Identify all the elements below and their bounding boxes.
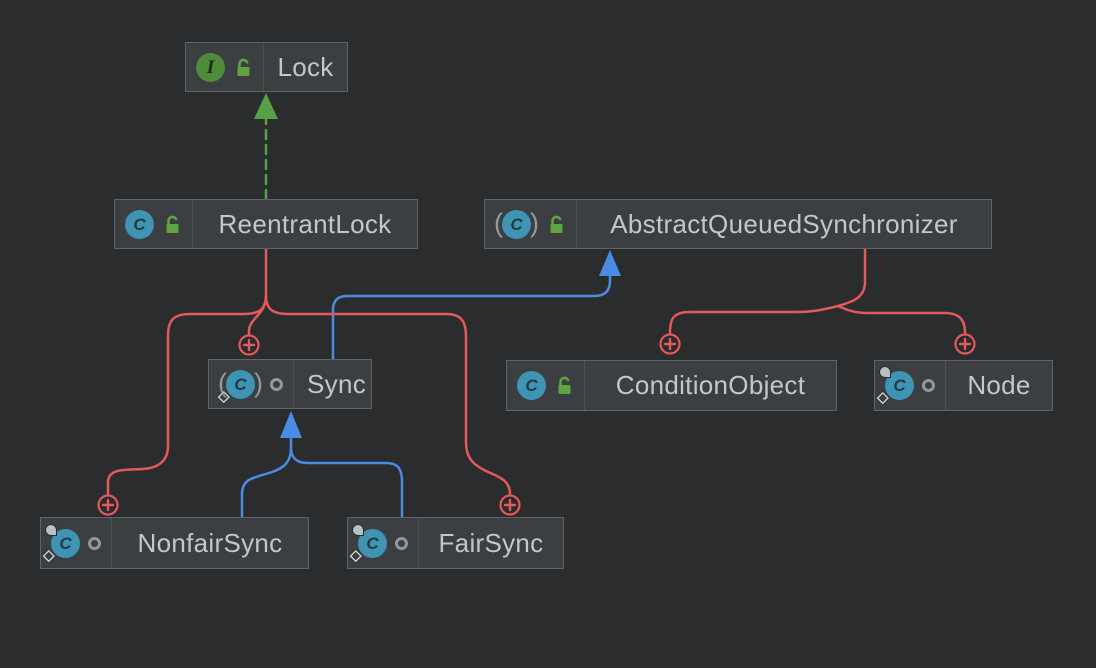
static-icon: ◇ <box>877 389 889 406</box>
class-letter: C <box>59 533 72 553</box>
edge-aqs-inner-conditionobject[interactable] <box>668 247 867 335</box>
class-node-sync[interactable]: ( C ◇ ) Sync <box>208 359 372 409</box>
class-icon: C ◇ <box>350 523 387 563</box>
node-icons: C ◇ <box>348 518 419 568</box>
inner-class-anchor-fairsync <box>499 494 521 516</box>
inner-class-anchor-node <box>954 333 976 355</box>
class-name-label: FairSync <box>438 527 544 558</box>
class-name-label: Sync <box>307 368 367 399</box>
package-private-visibility-icon <box>922 379 935 392</box>
class-icon: C <box>517 371 546 400</box>
class-letter: C <box>133 214 146 234</box>
public-visibility-icon <box>550 215 563 233</box>
class-name-label: ReentrantLock <box>218 208 392 239</box>
node-icons: C ◇ <box>875 361 946 410</box>
abstract-paren-right: ) <box>530 207 539 238</box>
interface-icon: I <box>196 52 225 82</box>
public-visibility-icon <box>558 376 571 394</box>
edge-reentrantlock-inner-sync[interactable] <box>247 247 268 337</box>
public-visibility-icon <box>237 58 250 76</box>
node-icons: I <box>186 43 264 91</box>
edge-reentrantlock-implements-lock[interactable] <box>254 93 278 201</box>
package-private-visibility-icon <box>270 377 283 391</box>
final-icon <box>45 523 57 536</box>
class-name-label: AbstractQueuedSynchronizer <box>610 208 958 239</box>
public-visibility-icon <box>166 215 179 233</box>
edge-aqs-inner-node[interactable] <box>836 304 967 335</box>
static-icon: ◇ <box>43 546 55 564</box>
package-private-visibility-icon <box>395 536 408 550</box>
edge-reentrantlock-inner-nonfairsync[interactable] <box>106 294 268 496</box>
package-private-visibility-icon <box>88 536 101 550</box>
final-icon <box>879 366 891 378</box>
node-icons: C <box>507 361 585 410</box>
inner-class-anchor-nonfairsync <box>97 494 119 516</box>
class-name-label: NonfairSync <box>137 527 283 558</box>
class-node-lock[interactable]: I Lock <box>185 42 348 92</box>
final-icon <box>352 523 364 536</box>
class-letter: C <box>366 533 379 553</box>
class-node-nonfairsync[interactable]: C ◇ NonfairSync <box>40 517 309 569</box>
class-node-conditionobject[interactable]: C ConditionObject <box>506 360 837 411</box>
interface-letter: I <box>206 56 215 78</box>
edge-sync-extends-aqs[interactable] <box>331 250 621 361</box>
abstract-paren-left: ( <box>494 207 503 238</box>
class-icon: C ◇ <box>43 523 80 563</box>
edge-fairsync-extends-sync[interactable] <box>280 411 404 519</box>
abstract-class-icon: ( C ) <box>494 207 539 239</box>
class-node-node[interactable]: C ◇ Node <box>874 360 1053 411</box>
node-icons: C ◇ <box>41 518 112 568</box>
class-node-abstractqueuedsynchronizer[interactable]: ( C ) AbstractQueuedSynchronizer <box>484 199 992 249</box>
class-icon: C <box>125 209 154 239</box>
class-node-fairsync[interactable]: C ◇ FairSync <box>347 517 564 569</box>
node-icons: ( C ) <box>485 200 577 248</box>
node-icons: C <box>115 200 193 248</box>
abstract-paren-left: ( <box>218 367 227 398</box>
static-icon: ◇ <box>350 546 362 564</box>
edge-nonfairsync-extends-sync[interactable] <box>240 434 293 519</box>
inner-class-anchor-sync <box>238 334 260 356</box>
class-node-reentrantlock[interactable]: C ReentrantLock <box>114 199 418 249</box>
abstract-class-icon: ( C ◇ ) <box>218 367 263 404</box>
abstract-paren-right: ) <box>254 367 263 398</box>
class-icon: C <box>502 209 531 239</box>
class-name-label: Lock <box>277 51 334 82</box>
class-letter: C <box>234 374 247 394</box>
class-letter: C <box>525 376 538 395</box>
class-name-label: Node <box>967 370 1031 400</box>
inner-class-anchor-conditionobject <box>659 333 681 355</box>
class-icon: C ◇ <box>877 366 914 405</box>
class-icon: C ◇ <box>218 369 255 404</box>
class-letter: C <box>510 214 523 234</box>
edge-reentrantlock-inner-fairsync[interactable] <box>264 294 512 496</box>
class-name-label: ConditionObject <box>615 370 806 400</box>
class-letter: C <box>893 376 906 395</box>
node-icons: ( C ◇ ) <box>209 360 294 408</box>
